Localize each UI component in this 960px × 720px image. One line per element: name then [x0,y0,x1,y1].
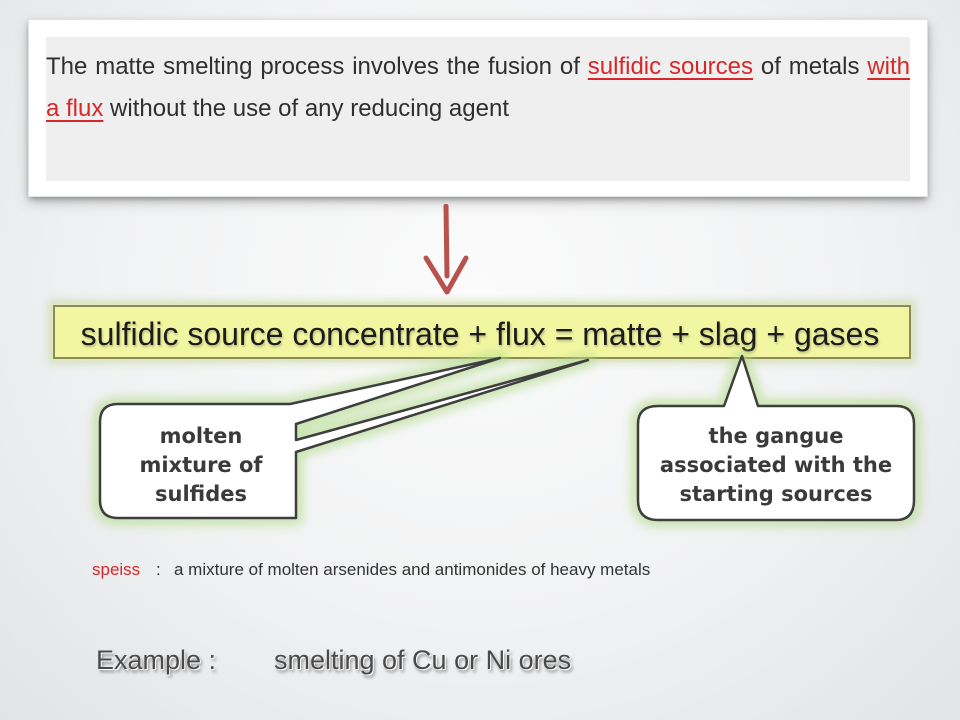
matte-callout-bubble [98,356,590,520]
equation-highlight-box [53,305,911,359]
speiss-colon: : [156,560,161,579]
definition-card [29,20,927,196]
smelting-equation: sulfidic source concentrate + flux = mat… [80,316,880,352]
example-label: Example : [96,645,217,675]
example-line: Example : smelting of Cu or Ni ores [96,645,571,676]
slag-callout-line: associated with the [659,453,893,477]
definition-card-inner [46,37,910,181]
slag-callout-line: the gangue [708,424,844,448]
speiss-definition-text: a mixture of molten arsenides and antimo… [174,560,651,579]
speiss-term: speiss [92,560,141,579]
slag-callout-text: the gangue associated with the starting … [640,422,912,509]
sulfidic-sources-highlight: sulfidic sources [587,53,754,80]
definition-text-part-3: without the use of any reducing agent [103,95,509,122]
matte-callout-text: molten mixture of sulfides [102,422,300,509]
slag-callout-line: starting sources [679,482,873,506]
matte-callout-line: molten [159,424,243,448]
definition-text-part-2: of metals [753,53,868,80]
down-arrow-icon [423,204,469,295]
definition-text: The matte smelting process involves the … [46,46,910,130]
slag-callout-bubble [636,354,916,522]
speiss-definition: speiss : a mixture of molten arsenides a… [92,558,796,582]
matte-callout-line: mixture of [139,453,263,477]
example-value: smelting of Cu or Ni ores [274,645,572,675]
matte-callout-line: sulfides [155,482,247,506]
with-a-flux-highlight: with a flux [46,53,910,122]
definition-text-part-1: The matte smelting process involves the … [46,53,588,80]
